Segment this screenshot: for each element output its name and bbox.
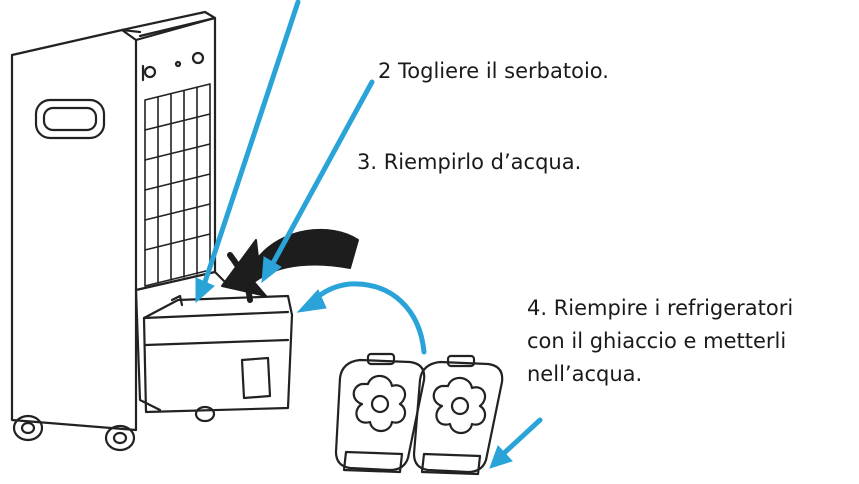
arrowhead-4: [489, 445, 513, 469]
step-2-label: 2 Togliere il serbatoio.: [378, 59, 609, 83]
arrow-step2: [269, 79, 375, 268]
step-4-line-1: 4. Riempire i refrigeratori: [527, 296, 794, 320]
arrowhead-3: [296, 289, 327, 313]
ice-pack-right: [412, 354, 504, 476]
arrowhead-2: [261, 256, 282, 284]
water-tank: [142, 294, 294, 414]
step-4-label: 4. Riempire i refrigeratori con il ghiac…: [527, 292, 793, 391]
arrow-curved: [309, 281, 427, 355]
tank-cavity: [134, 270, 227, 412]
arrowhead-1: [195, 277, 215, 304]
arrow-down-left: [201, 0, 301, 288]
wheels: [12, 405, 216, 452]
water-stream: [227, 252, 253, 303]
cooler-top: [120, 10, 217, 38]
step-4-line-3: nell’acqua.: [527, 362, 643, 386]
cooler-back-panel: [134, 16, 217, 292]
vent-grid: [144, 83, 211, 287]
ice-pack-left: [334, 352, 426, 474]
step-3-label: 3. Riempirlo d’acqua.: [357, 150, 582, 174]
pull-out-arrow: [221, 228, 359, 297]
blue-arrows: [195, 0, 543, 469]
step-4-line-2: con il ghiaccio e metterli: [527, 329, 787, 353]
arrow-step4: [499, 417, 543, 458]
cooler-side-panel: [10, 28, 142, 432]
